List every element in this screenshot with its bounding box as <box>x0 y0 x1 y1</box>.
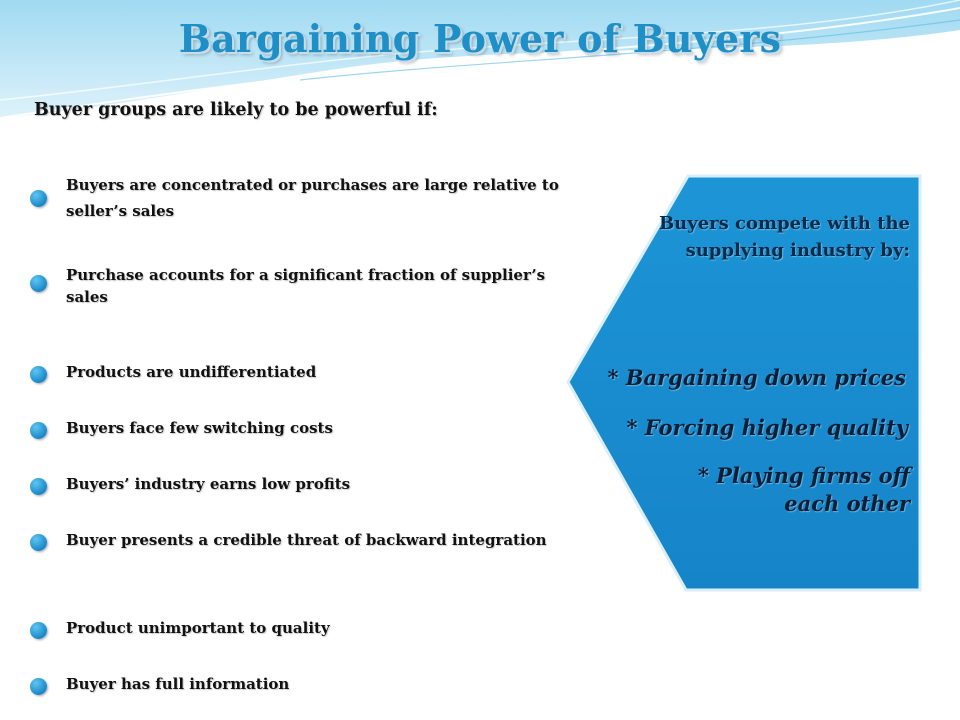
bullet-text: Purchase accounts for a significant frac… <box>66 266 546 306</box>
bullet-icon <box>30 678 47 695</box>
panel-item: * Bargaining down prices <box>607 365 906 390</box>
panel-item: * Playing firms off each other <box>697 463 910 516</box>
bullet-text: Buyer has full information <box>66 675 290 693</box>
bullet-text: Buyers face few switching costs <box>66 419 333 437</box>
bullet-icon <box>30 190 47 207</box>
bullet-icon <box>30 622 47 639</box>
bullet-icon <box>30 478 47 495</box>
bullet-text: Product unimportant to quality <box>66 619 330 637</box>
panel-heading: Buyers compete with the supplying indust… <box>658 213 910 261</box>
bullet-icon <box>30 534 47 551</box>
bullet-text: Products are undifferentiated <box>66 363 317 381</box>
page-title: Bargaining Power of Buyers <box>178 16 782 61</box>
subtitle: Buyer groups are likely to be powerful i… <box>34 100 438 120</box>
bullet-text: Buyers are concentrated or purchases are… <box>66 176 559 220</box>
buyers-compete-panel <box>566 174 922 592</box>
bullet-icon <box>30 366 47 383</box>
bullet-text: Buyer presents a credible threat of back… <box>66 531 547 549</box>
bullet-icon <box>30 422 47 439</box>
panel-item: * Forcing higher quality <box>626 415 908 440</box>
header-swoosh-decoration <box>0 0 960 119</box>
bullet-icon <box>30 275 47 292</box>
bullet-text: Buyers’ industry earns low profits <box>66 475 351 493</box>
